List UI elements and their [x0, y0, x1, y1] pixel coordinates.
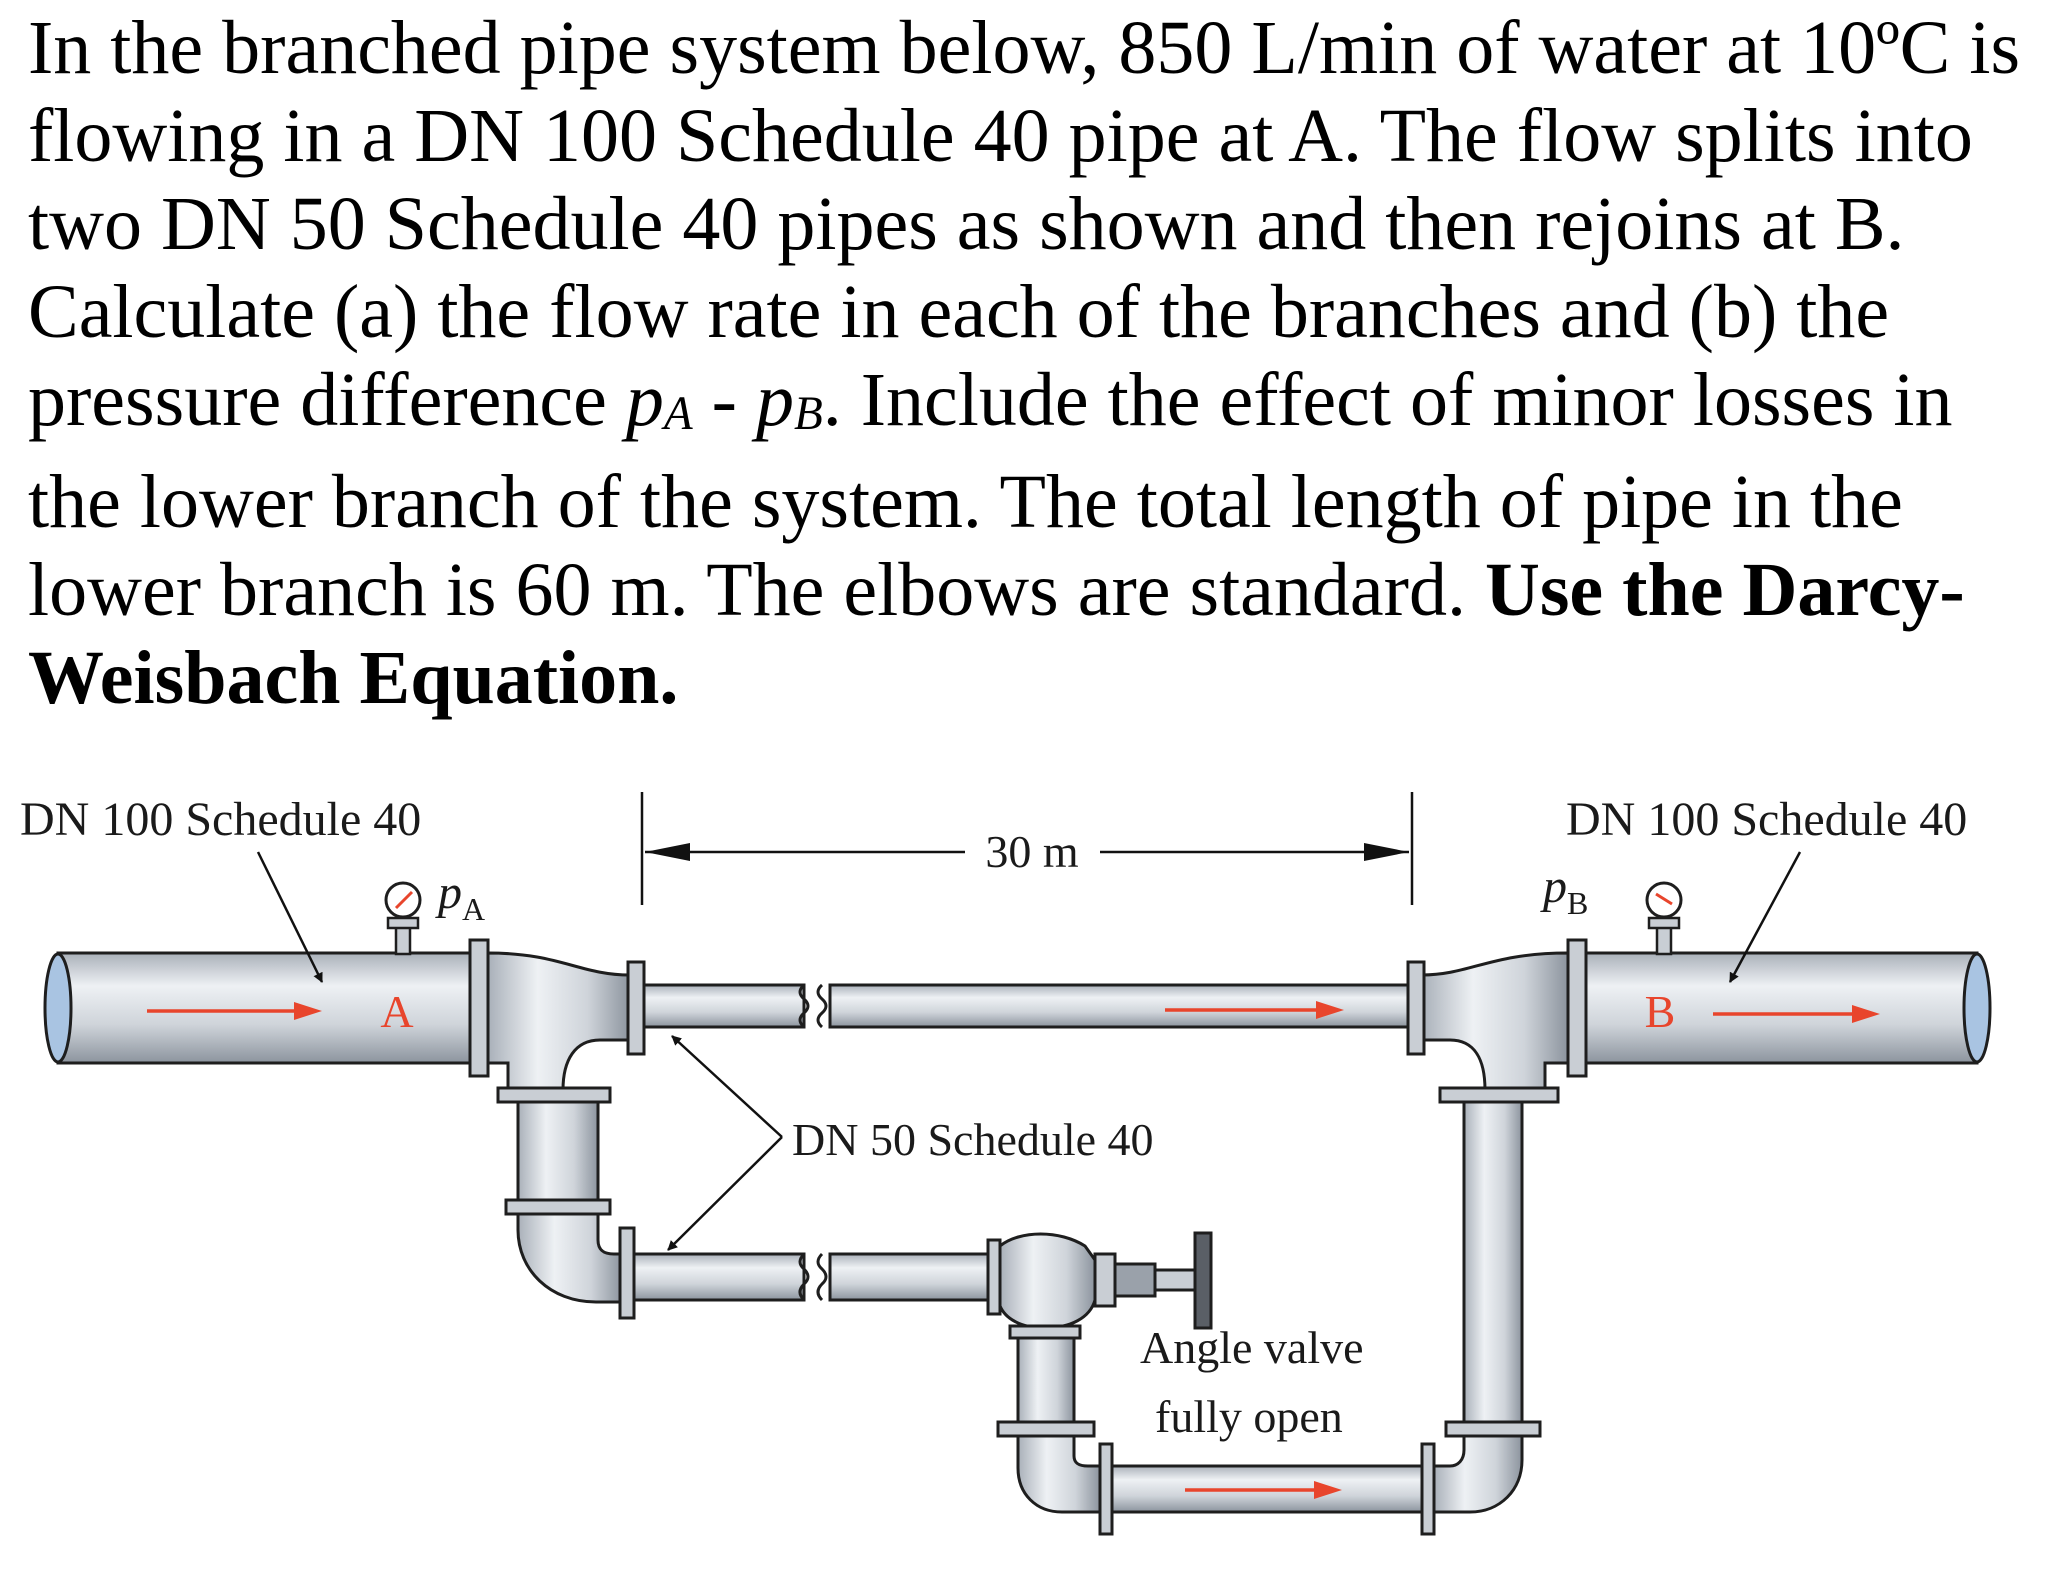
angle-valve: [986, 1231, 1213, 1340]
problem-statement: In the branched pipe system below, 850 L…: [28, 4, 2028, 722]
pressure-gauge-b-icon: [1645, 881, 1683, 956]
valve-label-line-1: Angle valve: [1140, 1322, 1364, 1373]
gauge-b-label: pB: [1540, 860, 1588, 921]
lower-return-pipe: [996, 1100, 1542, 1536]
flow-arrow-outlet: [1713, 1005, 1880, 1023]
pb-subscript: B: [793, 387, 823, 440]
point-a-label: A: [380, 986, 413, 1037]
branch-pipe-label: DN 50 Schedule 40: [792, 1114, 1154, 1165]
left-tee: [486, 951, 646, 1104]
pb-symbol: p: [755, 358, 794, 442]
problem-text-1: In the branched pipe system below, 850 L…: [28, 6, 2021, 442]
gauge-a-label: pA: [435, 866, 485, 927]
minus-sign: -: [692, 358, 756, 442]
point-b-label: B: [1645, 986, 1676, 1037]
flow-arrow-inlet: [147, 1002, 322, 1020]
instruction-emphasis: Use the Darcy-Weisbach Equation.: [28, 547, 1965, 720]
outlet-pipe-label: DN 100 Schedule 40: [1566, 793, 1967, 846]
flow-arrow-upper: [1165, 1001, 1344, 1019]
inlet-pipe-label: DN 100 Schedule 40: [20, 793, 421, 846]
right-tee: [1406, 951, 1570, 1104]
pressure-gauge-a-icon: [384, 881, 422, 956]
flow-arrow-lower: [1185, 1481, 1342, 1499]
lower-branch-pipe: [504, 1100, 992, 1320]
outlet-pipe: [1566, 938, 1992, 1078]
leader-lines: [256, 851, 1802, 1251]
length-dimension: 30 m: [640, 792, 1414, 905]
inlet-pipe: [43, 938, 490, 1078]
problem-text-2: . Include the effect of minor losses in …: [28, 358, 1953, 632]
length-label: 30 m: [985, 826, 1079, 877]
upper-branch-pipe: [642, 983, 1410, 1029]
pa-symbol: p: [625, 358, 664, 442]
pa-subscript: A: [663, 387, 693, 440]
valve-label-line-2: fully open: [1155, 1391, 1343, 1442]
